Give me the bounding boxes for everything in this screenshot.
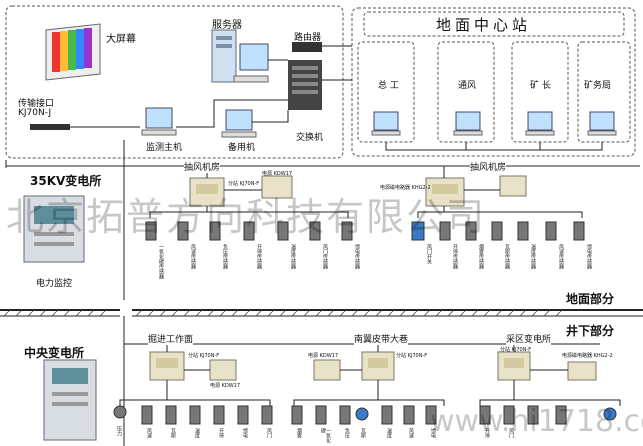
sensor-label: 风门	[266, 428, 272, 438]
right-breaker-label: 电源磁电路器 KHG2-2	[380, 185, 431, 191]
mining-substation-unit-label: 分站 KJ70N-F	[500, 347, 532, 353]
sensor-label: 馈电	[242, 428, 248, 438]
big-screen-label: 大屏幕	[106, 34, 136, 45]
watermark-text: 北京拓普方向科技有限公司	[6, 195, 487, 239]
substation-35kv-title: 35KV变电所	[30, 174, 102, 188]
right-sensor-row	[411, 221, 585, 241]
station-label-mine-director: 矿 长	[530, 81, 551, 91]
big-screen-icon	[45, 23, 101, 81]
underground-sensor-row	[113, 405, 617, 425]
sensor-label: 馈电传感器	[354, 244, 360, 269]
belt-substation-box	[361, 351, 395, 381]
left-power-label: 电源 KDW17	[262, 171, 293, 177]
station-label-mining-bureau: 矿务局	[584, 81, 612, 91]
ground-center-title: 地面中心站	[436, 16, 532, 34]
router-label: 路由器	[294, 33, 322, 43]
sensor-label: 温度	[386, 428, 392, 438]
heading-substation-box	[149, 351, 185, 381]
belt-power-label: 电源 KDW17	[308, 353, 339, 359]
station-computers	[371, 111, 617, 136]
heading-face-label: 掘进工作面	[148, 332, 194, 345]
sensor-label: 一氧化碳传感器	[158, 244, 164, 279]
sensor-label: 压力	[116, 426, 122, 436]
ground-center-frame	[351, 7, 636, 157]
sensor-label: 温度传感器	[290, 244, 296, 269]
heading-power-label: 电源 KDW17	[210, 383, 241, 389]
router-icon	[288, 42, 322, 110]
heading-power-box	[209, 359, 237, 381]
central-substation-title: 中央变电所	[24, 346, 85, 360]
backup-machine-icon	[221, 109, 257, 138]
heading-substation-label: 分站 KJ70N-F	[188, 353, 220, 359]
sensor-label: 风速	[146, 428, 152, 438]
sensor-label: 开停	[218, 428, 224, 438]
sensor-label: 瓦斯	[170, 428, 176, 438]
left-fan-room-label: 抽风机房	[184, 160, 221, 173]
underground-part-label: 井下部分	[566, 324, 615, 338]
sensor-label: 开停	[484, 428, 490, 438]
sensor-label: 馈电	[430, 428, 436, 438]
sensor-label: 风门传感器	[322, 244, 328, 269]
server-icon	[211, 29, 269, 83]
belt-lane-label: 南翼皮带大巷	[354, 332, 409, 345]
main-system-frame	[5, 5, 344, 159]
monitor-host-label: 监测主机	[146, 143, 183, 153]
right-substation-box	[425, 177, 465, 207]
left-power-box	[261, 175, 293, 199]
central-substation-cabinet	[43, 359, 97, 441]
mining-substation-box	[497, 351, 531, 381]
right-fan-room-label: 抽风机房	[470, 160, 507, 173]
sensor-label: 负压传感器	[222, 244, 228, 269]
mining-breaker-label: 电源磁电路器 KHG2-2	[562, 353, 613, 359]
power-monitor-label: 电力监控	[36, 279, 73, 289]
station-label-ventilation: 通风	[458, 81, 477, 91]
sensor-label: 风速	[408, 428, 414, 438]
sensor-label: 风门开关	[426, 244, 432, 264]
sensor-label: 一氧化碳	[320, 428, 331, 443]
sensor-label: 馈电传感器	[586, 244, 592, 269]
kj70n-j-label: KJ70N-J	[18, 108, 52, 118]
sensor-label: 温度传感器	[530, 244, 536, 269]
surface-part-label: 地面部分	[566, 292, 615, 306]
station-label-chief-engineer: 总 工	[378, 81, 399, 91]
sensor-label: 风速传感器	[190, 244, 196, 269]
sensor-label: 负压	[344, 428, 350, 438]
transmission-interface-icon	[30, 124, 70, 130]
left-substation-label: 分站 KJ70N-F	[228, 181, 260, 187]
belt-substation-label: 分站 KJ70N-F	[396, 353, 428, 359]
left-sensor-row	[145, 221, 353, 241]
switch-label: 交换机	[296, 133, 324, 143]
sensor-label: 开停传感器	[452, 244, 458, 269]
sensor-label: 风门	[508, 428, 514, 438]
sensor-label: 温度	[194, 428, 200, 438]
monitor-host-icon	[141, 107, 177, 136]
right-breaker-box	[499, 175, 527, 197]
sensor-label: 瓦斯	[360, 428, 366, 438]
transmission-interface-label: 传输接口	[18, 99, 55, 109]
mining-breaker-box	[567, 361, 597, 381]
backup-machine-label: 备用机	[228, 143, 256, 153]
substation-35kv-cabinet	[23, 195, 85, 263]
server-label: 服务器	[212, 20, 242, 31]
watermark-url: www.hi1718.com	[430, 404, 643, 439]
mining-substation-label: 采区变电所	[506, 332, 552, 345]
sensor-label: 开停传感器	[256, 244, 262, 269]
belt-power-box	[313, 359, 341, 381]
ground-hatch	[3, 309, 563, 317]
sensor-label: 烟雾	[296, 428, 302, 438]
sensor-label: 风速传感器	[558, 244, 564, 269]
sensor-label: 瓦斯传感器	[504, 244, 510, 269]
sensor-label: 烟雾传感器	[478, 244, 484, 269]
